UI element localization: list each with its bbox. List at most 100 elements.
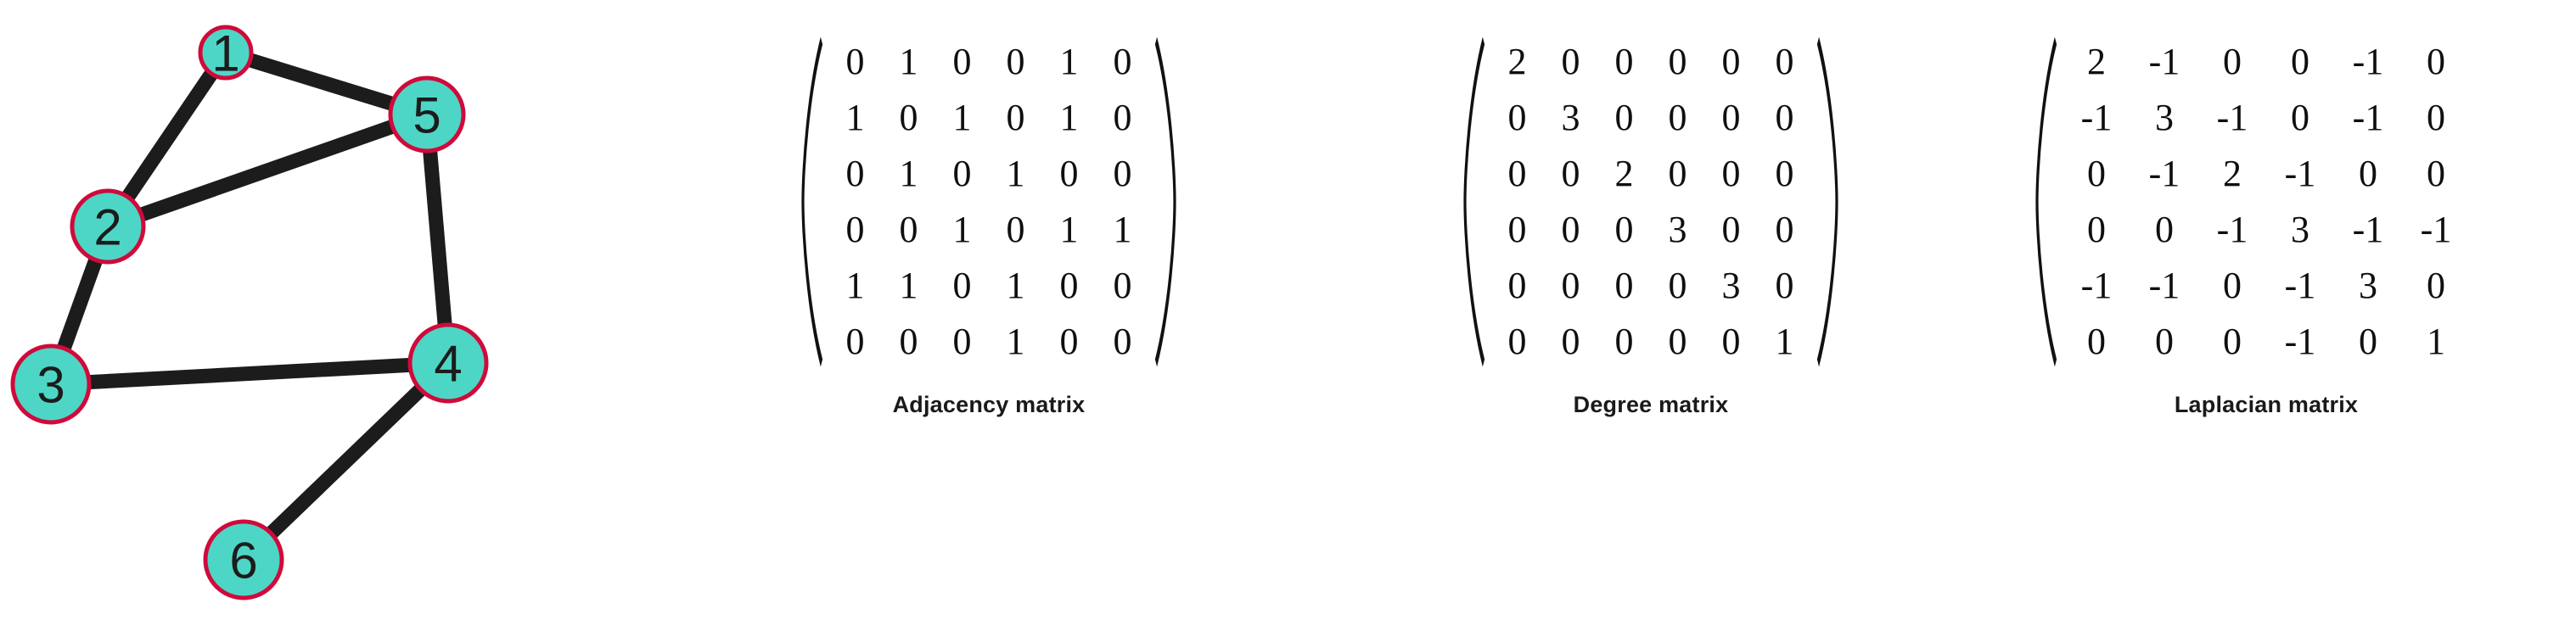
adjacency-cell-5-5: 0 xyxy=(1059,265,1079,306)
degree-cell-1-4: 0 xyxy=(1668,41,1687,82)
laplacian-cell-1-4: 0 xyxy=(2291,41,2309,82)
adjacency-cell-4-3: 1 xyxy=(952,209,972,250)
laplacian-cell-5-6: 0 xyxy=(2427,265,2445,306)
graph-node-3[interactable]: 3 xyxy=(10,343,92,425)
degree-cell-3-6: 0 xyxy=(1775,153,1794,194)
laplacian-cell-3-4: -1 xyxy=(2284,153,2316,194)
laplacian-cell-1-1: 2 xyxy=(2087,41,2106,82)
adjacency-cell-4-2: 0 xyxy=(899,209,918,250)
graph-node-2[interactable]: 2 xyxy=(70,188,146,265)
laplacian-cell-2-2: 3 xyxy=(2155,97,2174,138)
degree-cell-1-1: 2 xyxy=(1507,41,1527,82)
laplacian-cell-5-1: -1 xyxy=(2080,265,2113,306)
degree-cell-6-2: 0 xyxy=(1561,321,1580,362)
degree-cell-1-3: 0 xyxy=(1614,41,1634,82)
laplacian-cell-6-2: 0 xyxy=(2155,321,2174,362)
degree-cell-5-3: 0 xyxy=(1614,265,1634,306)
adjacency-cell-2-5: 1 xyxy=(1059,97,1079,138)
right-parenthesis-icon xyxy=(1153,34,1178,370)
degree-cell-3-3: 2 xyxy=(1614,153,1634,194)
degree-cell-4-4: 3 xyxy=(1668,209,1687,250)
degree-cell-5-6: 0 xyxy=(1775,265,1794,306)
graph-node-circle-2 xyxy=(70,188,146,265)
graph-node-1[interactable]: 1 xyxy=(198,25,254,82)
laplacian-cell-6-1: 0 xyxy=(2087,321,2106,362)
adjacency-cell-3-3: 0 xyxy=(952,153,972,194)
laplacian-cell-6-5: 0 xyxy=(2359,321,2377,362)
laplacian-cell-5-4: -1 xyxy=(2284,265,2316,306)
adjacency-cell-1-1: 0 xyxy=(845,41,865,82)
adjacency-cell-5-6: 0 xyxy=(1113,265,1132,306)
adjacency-cell-4-4: 0 xyxy=(1006,209,1025,250)
graph-edge-4-6 xyxy=(239,357,453,566)
adjacency-cell-6-5: 0 xyxy=(1059,321,1079,362)
graph-node-label-6: 6 xyxy=(229,533,257,589)
adjacency-matrix-caption: Adjacency matrix xyxy=(892,392,1086,417)
degree-matrix-caption: Degree matrix xyxy=(1573,392,1729,417)
adjacency-cell-2-2: 0 xyxy=(899,97,918,138)
degree-cell-4-1: 0 xyxy=(1507,209,1527,250)
degree-cell-5-2: 0 xyxy=(1561,265,1580,306)
degree-cell-3-5: 0 xyxy=(1721,153,1741,194)
graph-node-6[interactable]: 6 xyxy=(203,519,284,600)
laplacian-cell-2-3: -1 xyxy=(2216,97,2248,138)
degree-cell-6-4: 0 xyxy=(1668,321,1687,362)
adjacency-cell-5-4: 1 xyxy=(1006,265,1025,306)
degree-cell-2-4: 0 xyxy=(1668,97,1687,138)
degree-cell-3-4: 0 xyxy=(1668,153,1687,194)
adjacency-cell-5-3: 0 xyxy=(952,265,972,306)
laplacian-cell-4-4: 3 xyxy=(2291,209,2309,250)
degree-cell-4-5: 0 xyxy=(1721,209,1741,250)
laplacian-cell-2-5: -1 xyxy=(2352,97,2384,138)
adjacency-cell-4-1: 0 xyxy=(845,209,865,250)
laplacian-cell-2-4: 0 xyxy=(2291,97,2309,138)
laplacian-cell-4-2: 0 xyxy=(2155,209,2174,250)
degree-cell-6-1: 0 xyxy=(1507,321,1527,362)
graph-diagram: 1 2 3 4 5 6 xyxy=(10,25,489,600)
left-parenthesis-icon xyxy=(2034,34,2059,370)
adjacency-cell-5-1: 1 xyxy=(845,265,865,306)
adjacency-cell-6-2: 0 xyxy=(899,321,918,362)
graph-node-4[interactable]: 4 xyxy=(407,322,489,404)
laplacian-cell-1-6: 0 xyxy=(2427,41,2445,82)
laplacian-cell-2-6: 0 xyxy=(2427,97,2445,138)
adjacency-cell-4-5: 1 xyxy=(1059,209,1079,250)
degree-cell-6-6: 1 xyxy=(1775,321,1794,362)
graph-node-circle-3 xyxy=(10,343,92,425)
degree-cell-2-2: 3 xyxy=(1561,97,1580,138)
adjacency-cell-6-6: 0 xyxy=(1113,321,1132,362)
graph-node-circle-6 xyxy=(203,519,284,600)
adjacency-cell-6-3: 0 xyxy=(952,321,972,362)
left-parenthesis-icon xyxy=(800,34,825,370)
left-parenthesis-icon xyxy=(1462,34,1487,370)
adjacency-cell-3-5: 0 xyxy=(1059,153,1079,194)
adjacency-cell-1-5: 1 xyxy=(1059,41,1079,82)
degree-cell-6-3: 0 xyxy=(1614,321,1634,362)
adjacency-cell-6-4: 1 xyxy=(1006,321,1025,362)
graph-node-5[interactable]: 5 xyxy=(388,75,466,154)
graph-edge-4-5 xyxy=(419,114,456,364)
degree-cell-1-5: 0 xyxy=(1721,41,1741,82)
laplacian-cell-6-3: 0 xyxy=(2223,321,2242,362)
degree-cell-2-6: 0 xyxy=(1775,97,1794,138)
adjacency-cell-2-3: 1 xyxy=(952,97,972,138)
laplacian-matrix-caption: Laplacian matrix xyxy=(2174,392,2359,417)
laplacian-cell-3-6: 0 xyxy=(2427,153,2445,194)
right-parenthesis-icon xyxy=(1815,34,1840,370)
adjacency-cell-3-1: 0 xyxy=(845,153,865,194)
adjacency-cell-4-6: 1 xyxy=(1113,209,1132,250)
adjacency-cell-3-2: 1 xyxy=(899,153,918,194)
